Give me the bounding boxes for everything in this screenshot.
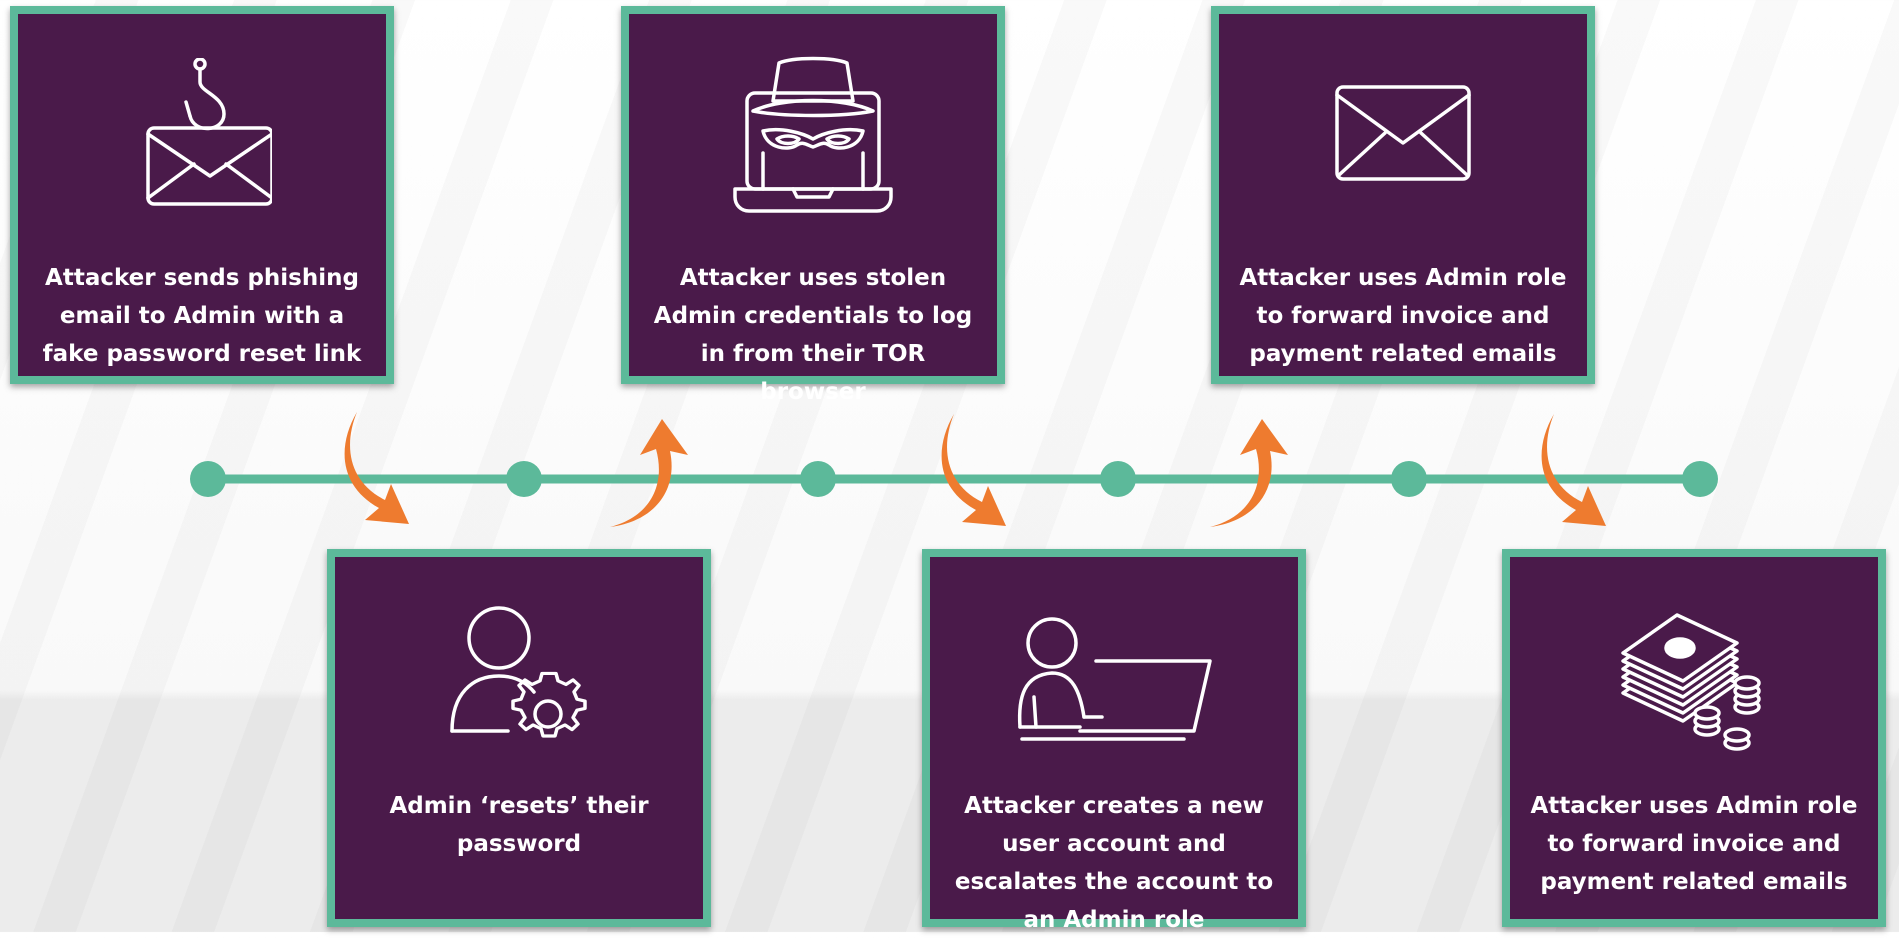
hacker-laptop-icon [629, 56, 997, 213]
step-card-4: Attacker creates a new user account and … [922, 549, 1306, 933]
flow-arrow-down [344, 412, 409, 524]
step-text-5: Attacker uses Admin role to forward invo… [1239, 265, 1567, 367]
timeline-node [190, 461, 226, 497]
step-text-6: Attacker uses Admin role to forward invo… [1530, 793, 1858, 895]
money-stack-icon [1510, 603, 1878, 753]
timeline-node [800, 461, 836, 497]
phishing-email-icon [18, 58, 386, 208]
timeline-node [1391, 461, 1427, 497]
flow-arrow-up [610, 419, 688, 527]
step-card-5: Attacker uses Admin role to forward invo… [1211, 6, 1595, 384]
timeline-node [506, 461, 542, 497]
step-text-2: Admin ‘resets’ their password [389, 793, 649, 857]
user-gear-icon [335, 601, 703, 751]
step-card-3: Attacker uses stolen Admin credentials t… [621, 6, 1005, 405]
step-card-1: Attacker sends phishing email to Admin w… [10, 6, 394, 384]
step-card-6: Attacker uses Admin role to forward invo… [1502, 549, 1886, 927]
step-card-2: Admin ‘resets’ their password [327, 549, 711, 927]
flow-arrow-up [1210, 419, 1288, 527]
step-text-3: Attacker uses stolen Admin credentials t… [653, 265, 973, 405]
step-text-1: Attacker sends phishing email to Admin w… [42, 265, 362, 367]
timeline-node [1100, 461, 1136, 497]
flow-arrow-down [941, 414, 1006, 526]
timeline-node [1682, 461, 1718, 497]
flow-arrow-down [1541, 414, 1606, 526]
envelope-icon [1219, 58, 1587, 208]
user-laptop-icon [930, 607, 1298, 757]
step-text-4: Attacker creates a new user account and … [954, 793, 1274, 933]
